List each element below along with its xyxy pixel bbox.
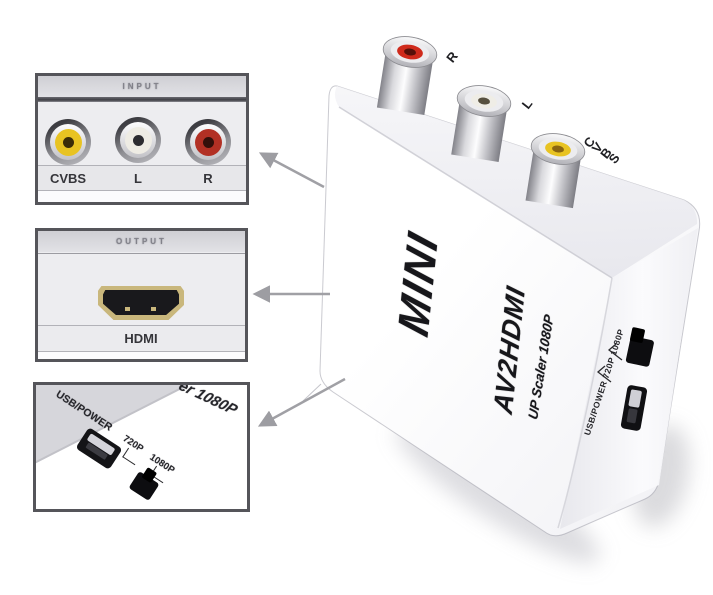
- edge-highlight: [302, 383, 322, 402]
- inset-power-photo: er 1080P USB/POWER 720P 1080P: [33, 382, 250, 512]
- device-top-face: [334, 86, 698, 278]
- device-logo: MINI: [389, 225, 448, 342]
- resolution-switch: [625, 327, 654, 367]
- rca-jack-left: [115, 117, 161, 163]
- input-panel-label: INPUT: [122, 82, 162, 91]
- rca-plug-red: [376, 36, 438, 116]
- arrow-to-power-inset: [257, 377, 346, 427]
- rca-jack-cvbs: [45, 119, 91, 165]
- mini-usb-port: [620, 385, 648, 431]
- jack-label-cvbs: CVBS: [49, 171, 87, 186]
- input-panel-header: INPUT: [38, 76, 246, 97]
- seam-top-front: [338, 106, 613, 279]
- resolution-switch-inset: [128, 467, 160, 501]
- device-side-face: [560, 228, 698, 529]
- rca-plug-white: [451, 85, 512, 163]
- partial-print-1080p: er 1080P: [175, 382, 241, 419]
- inset-input-photo: INPUT CVBS L R: [35, 73, 249, 205]
- panel-seam: [38, 97, 246, 102]
- seam-front-side: [557, 277, 613, 529]
- output-label-row: HDMI: [38, 326, 245, 351]
- hdmi-port: [98, 286, 184, 320]
- jack-label-r: R: [203, 171, 213, 186]
- switch-bracket-1080p: [607, 343, 623, 361]
- arrow-to-input-inset: [258, 152, 325, 189]
- output-panel-label: OUTPUT: [116, 237, 167, 246]
- jack-label-l: L: [134, 171, 142, 186]
- switch-bracket-720p: [596, 365, 612, 383]
- inset-output-photo: OUTPUT HDMI: [35, 228, 248, 362]
- hdmi-label: HDMI: [124, 331, 158, 346]
- rca-jack-right: [185, 119, 231, 165]
- input-label-row: CVBS L R: [38, 166, 246, 190]
- rca-plug-yellow: [525, 133, 586, 209]
- output-panel-header: OUTPUT: [38, 231, 245, 252]
